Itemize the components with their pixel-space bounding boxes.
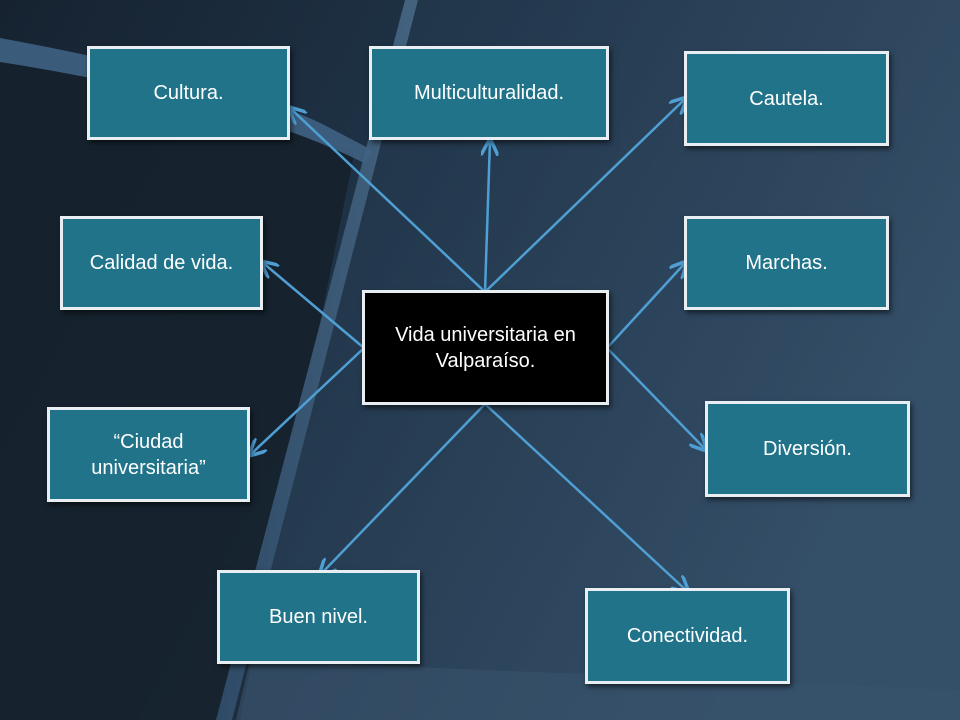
node-calidad-de-vida[interactable]: Calidad de vida. (60, 216, 263, 310)
node-label: Cultura. (153, 82, 224, 104)
center-label: Vida universitaria en Valparaíso. (395, 323, 576, 372)
node-conectividad[interactable]: Conectividad. (585, 588, 790, 684)
node-ciudad-universitaria[interactable]: “Ciudad universitaria” (47, 407, 250, 502)
node-label: “Ciudad universitaria” (91, 430, 206, 479)
node-label: Diversión. (763, 438, 852, 460)
node-marchas[interactable]: Marchas. (684, 216, 889, 310)
node-diversion[interactable]: Diversión. (705, 401, 910, 497)
node-buen-nivel[interactable]: Buen nivel. (217, 570, 420, 664)
node-label: Multiculturalidad. (413, 82, 565, 104)
node-cautela[interactable]: Cautela. (684, 51, 889, 146)
node-label: Buen nivel. (269, 606, 368, 628)
node-cultura[interactable]: Cultura. (87, 46, 290, 140)
node-label: Marchas. (745, 252, 828, 274)
node-multiculturalidad[interactable]: Multiculturalidad. (369, 46, 609, 140)
node-label: Conectividad. (626, 625, 749, 647)
node-label: Calidad de vida. (89, 252, 234, 274)
node-center[interactable]: Vida universitaria en Valparaíso. (362, 290, 609, 405)
node-label: Cautela. (749, 87, 824, 110)
